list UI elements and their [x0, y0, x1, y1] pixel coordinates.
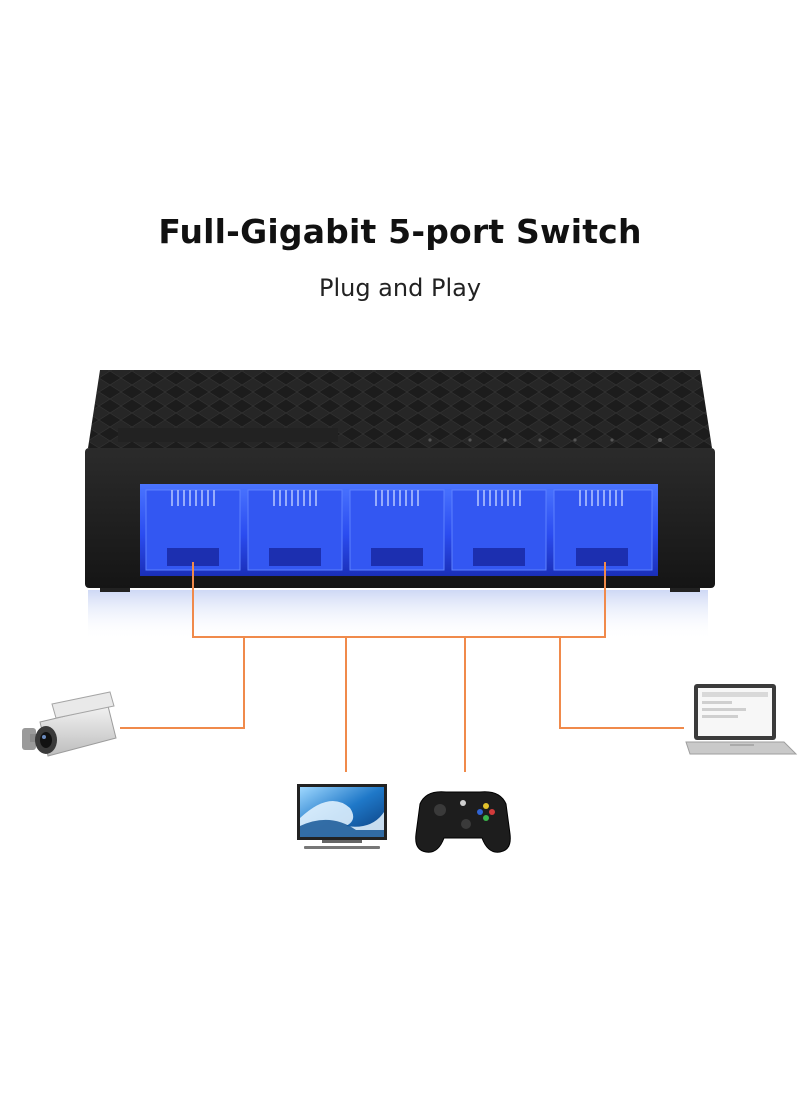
switch-reflection: [88, 590, 708, 640]
ethernet-port-2: [247, 489, 343, 571]
network-cables: [120, 562, 684, 772]
television-icon: [297, 784, 387, 849]
status-led-row: [428, 438, 662, 442]
laptop-icon: [685, 684, 798, 755]
cable-trunk: [192, 562, 606, 638]
network-switch: [85, 370, 715, 592]
security-camera-icon: [22, 691, 117, 757]
ethernet-port-3: [349, 489, 445, 571]
ethernet-port-1: [145, 489, 241, 571]
ethernet-port-4: [451, 489, 547, 571]
page-title: Full-Gigabit 5-port Switch: [158, 212, 642, 251]
ethernet-port-5: [553, 489, 653, 571]
game-controller-icon: [415, 791, 511, 853]
switch-brand-strip: [118, 428, 338, 442]
page-subtitle: Plug and Play: [318, 274, 482, 302]
cable-camera: [120, 637, 245, 729]
cable-laptop: [559, 637, 684, 729]
